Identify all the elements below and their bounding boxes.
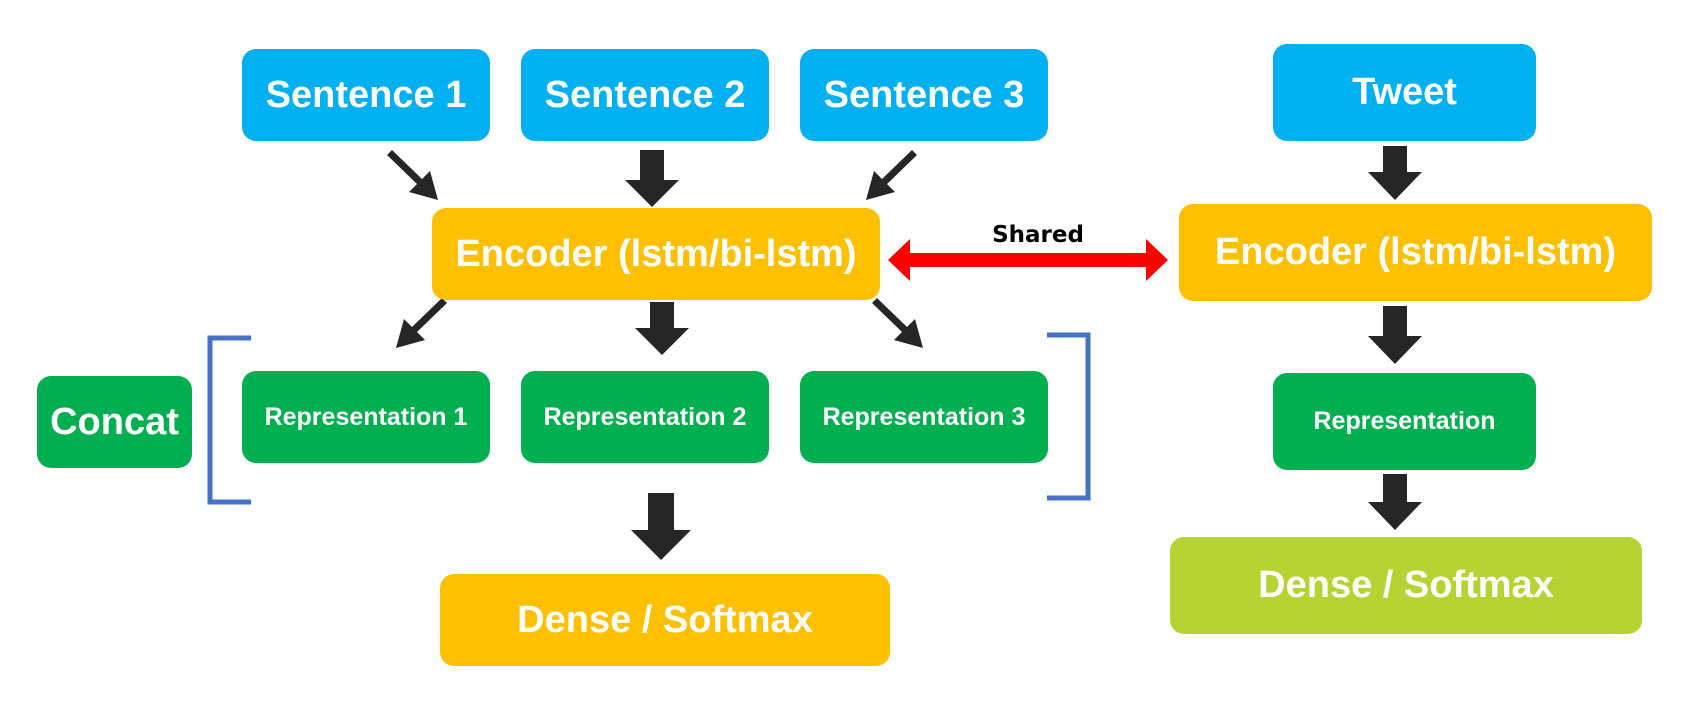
arrow-encoder-to-rep1 [396,298,447,348]
representation-3-label: Representation 3 [822,402,1026,431]
arrow-reps-to-dense-left [631,493,691,560]
dense-softmax-left-label: Dense / Softmax [517,598,813,641]
arrow-encoder-to-representation-right [1368,306,1422,364]
representation-1-box: Representation 1 [242,371,490,463]
arrow-tweet-to-encoder [1368,146,1422,200]
dense-softmax-left-box: Dense / Softmax [440,574,890,666]
sentence-3-box: Sentence 3 [800,49,1048,141]
representation-3-box: Representation 3 [800,371,1048,463]
representation-2-box: Representation 2 [521,371,769,463]
sentence-1-box: Sentence 1 [242,49,490,141]
concat-box: Concat [37,376,192,468]
representation-2-label: Representation 2 [543,402,747,431]
arrow-sentence1-to-encoder [387,150,438,200]
arrow-encoder-to-rep3 [872,298,923,348]
representation-1-label: Representation 1 [264,402,468,431]
concat-bracket-left [207,335,251,505]
concat-label: Concat [50,400,179,443]
shared-arrow [888,239,1168,281]
sentence-2-label: Sentence 2 [544,73,746,116]
representation-right-label: Representation [1313,407,1496,435]
arrow-representation-to-dense-right [1368,474,1422,530]
sentence-3-label: Sentence 3 [823,73,1025,116]
encoder-left-box: Encoder (lstm/bi-lstm) [432,208,880,300]
arrow-encoder-to-rep2 [635,302,689,355]
encoder-left-label: Encoder (lstm/bi-lstm) [455,232,857,275]
dense-softmax-right-box: Dense / Softmax [1170,537,1642,634]
concat-bracket-right [1047,332,1091,501]
arrow-sentence3-to-encoder [866,150,917,200]
dense-softmax-right-label: Dense / Softmax [1258,564,1554,606]
shared-label: Shared [992,222,1084,248]
sentence-2-box: Sentence 2 [521,49,769,141]
representation-right-box: Representation [1273,373,1536,470]
encoder-right-label: Encoder (lstm/bi-lstm) [1214,231,1617,273]
encoder-right-box: Encoder (lstm/bi-lstm) [1179,204,1652,301]
arrow-sentence2-to-encoder [625,150,679,207]
tweet-box: Tweet [1273,44,1536,141]
tweet-label: Tweet [1352,71,1457,113]
sentence-1-label: Sentence 1 [265,73,467,116]
